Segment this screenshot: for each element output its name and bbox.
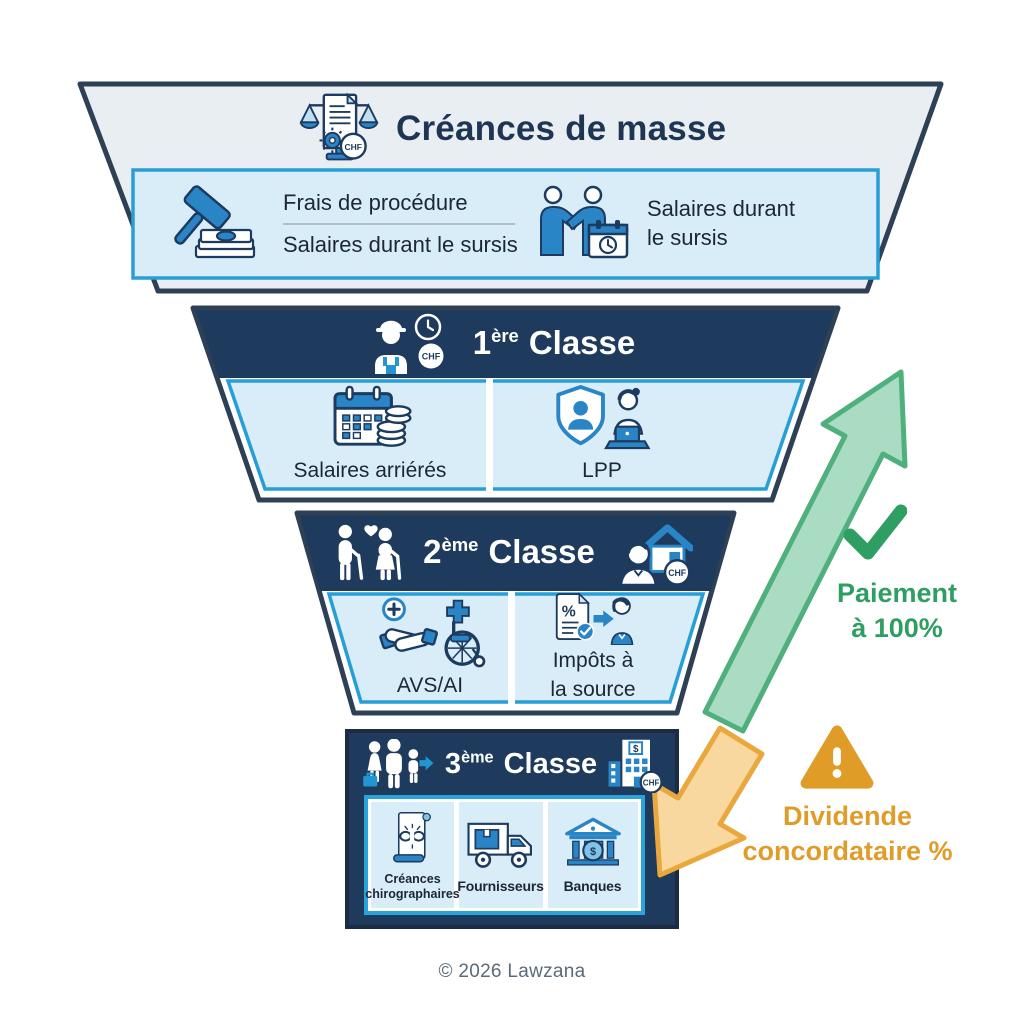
tier-masse-items: Frais de procédure Salaires durant le su…	[140, 172, 872, 276]
svg-text:$: $	[589, 846, 595, 858]
family-icon	[363, 738, 439, 790]
class3-cell-fournisseurs: Fournisseurs	[457, 803, 544, 907]
masse-salaries-text: Salaires durant le sursis	[647, 195, 795, 252]
warning-icon	[799, 723, 875, 791]
svg-text:$: $	[633, 744, 639, 755]
class3-cell-chirographaires-label: Créances chirographaires	[365, 871, 460, 901]
down-arrow	[651, 725, 765, 878]
class2-cell-divider	[508, 592, 515, 704]
worker-clock-chf-icon: CHF	[365, 312, 457, 374]
class3-cell-banques: $ Banques	[547, 803, 638, 907]
dividende-line1: Dividende	[782, 801, 913, 831]
class2-cell-impots-line1: Impôts à	[552, 649, 634, 673]
document-scales-chf-icon: CHF	[298, 91, 380, 167]
paiement-annotation: Paiement à 100%	[812, 576, 982, 646]
dividende-line2: concordataire %	[742, 836, 953, 867]
class1-cell-salaires: Salaires arriérés	[250, 383, 490, 485]
fees-line1: Frais de procédure	[283, 190, 468, 215]
class3-cell-banques-label: Banques	[563, 878, 622, 894]
copyright-footer: © 2026 Lawzana	[438, 961, 586, 982]
fees-divider	[283, 223, 515, 225]
tier-masse-title-row: CHF Créances de masse	[298, 88, 738, 170]
calendar-coins-icon	[324, 384, 416, 452]
tax-document-person-icon: %	[553, 591, 634, 646]
up-arrow	[702, 369, 908, 734]
handshake-wheelchair-icon	[372, 596, 488, 668]
class2-cell-impots-line2: la source	[550, 678, 636, 701]
svg-text:CHF: CHF	[344, 142, 362, 152]
salaries-line2: le sursis	[647, 225, 728, 250]
svg-text:%: %	[561, 604, 575, 621]
checkmark-icon	[843, 502, 907, 560]
class3-cell-fournisseurs-label: Fournisseurs	[457, 877, 544, 894]
class2-header-band	[300, 515, 731, 591]
class2-cell-avs: AVS/AI	[348, 596, 512, 697]
svg-text:CHF: CHF	[643, 778, 660, 787]
dividende-annotation: Dividende concordataire %	[720, 799, 975, 869]
class1-cell-divider	[486, 379, 493, 491]
salaries-line1: Salaires durant	[647, 196, 795, 222]
bank-icon: $	[560, 816, 626, 870]
class1-header-band	[196, 310, 835, 378]
elderly-couple-icon	[331, 523, 411, 582]
caregiver-house-chf-icon: CHF	[607, 519, 693, 585]
svg-text:CHF: CHF	[668, 568, 686, 578]
masse-fees-text: Frais de procédure Salaires durant le su…	[283, 190, 535, 258]
handshake-calendar-icon	[535, 185, 631, 263]
svg-text:CHF: CHF	[421, 352, 440, 362]
paiement-line2: à 100%	[851, 613, 943, 644]
office-building-chf-icon: $ CHF	[603, 735, 663, 793]
tier-masse-title: Créances de masse	[396, 109, 727, 148]
fees-line2: Salaires durant le sursis	[283, 232, 518, 257]
class1-cell-lpp: LPP	[492, 383, 712, 485]
class2-cell-impots: % Impôts à la source	[508, 592, 678, 701]
gavel-money-icon	[168, 184, 263, 264]
shield-person-laptop-icon	[552, 384, 652, 452]
paiement-line1: Paiement	[836, 578, 958, 608]
class1-cell-lpp-label: LPP	[582, 459, 622, 483]
class3-cell-chirographaires: Créances chirographaires	[365, 803, 460, 907]
class1-cell-salaires-label: Salaires arriérés	[293, 459, 447, 483]
broken-chain-scroll-icon	[390, 809, 436, 866]
delivery-truck-icon	[464, 817, 538, 870]
class2-cell-avs-label: AVS/AI	[396, 673, 464, 697]
